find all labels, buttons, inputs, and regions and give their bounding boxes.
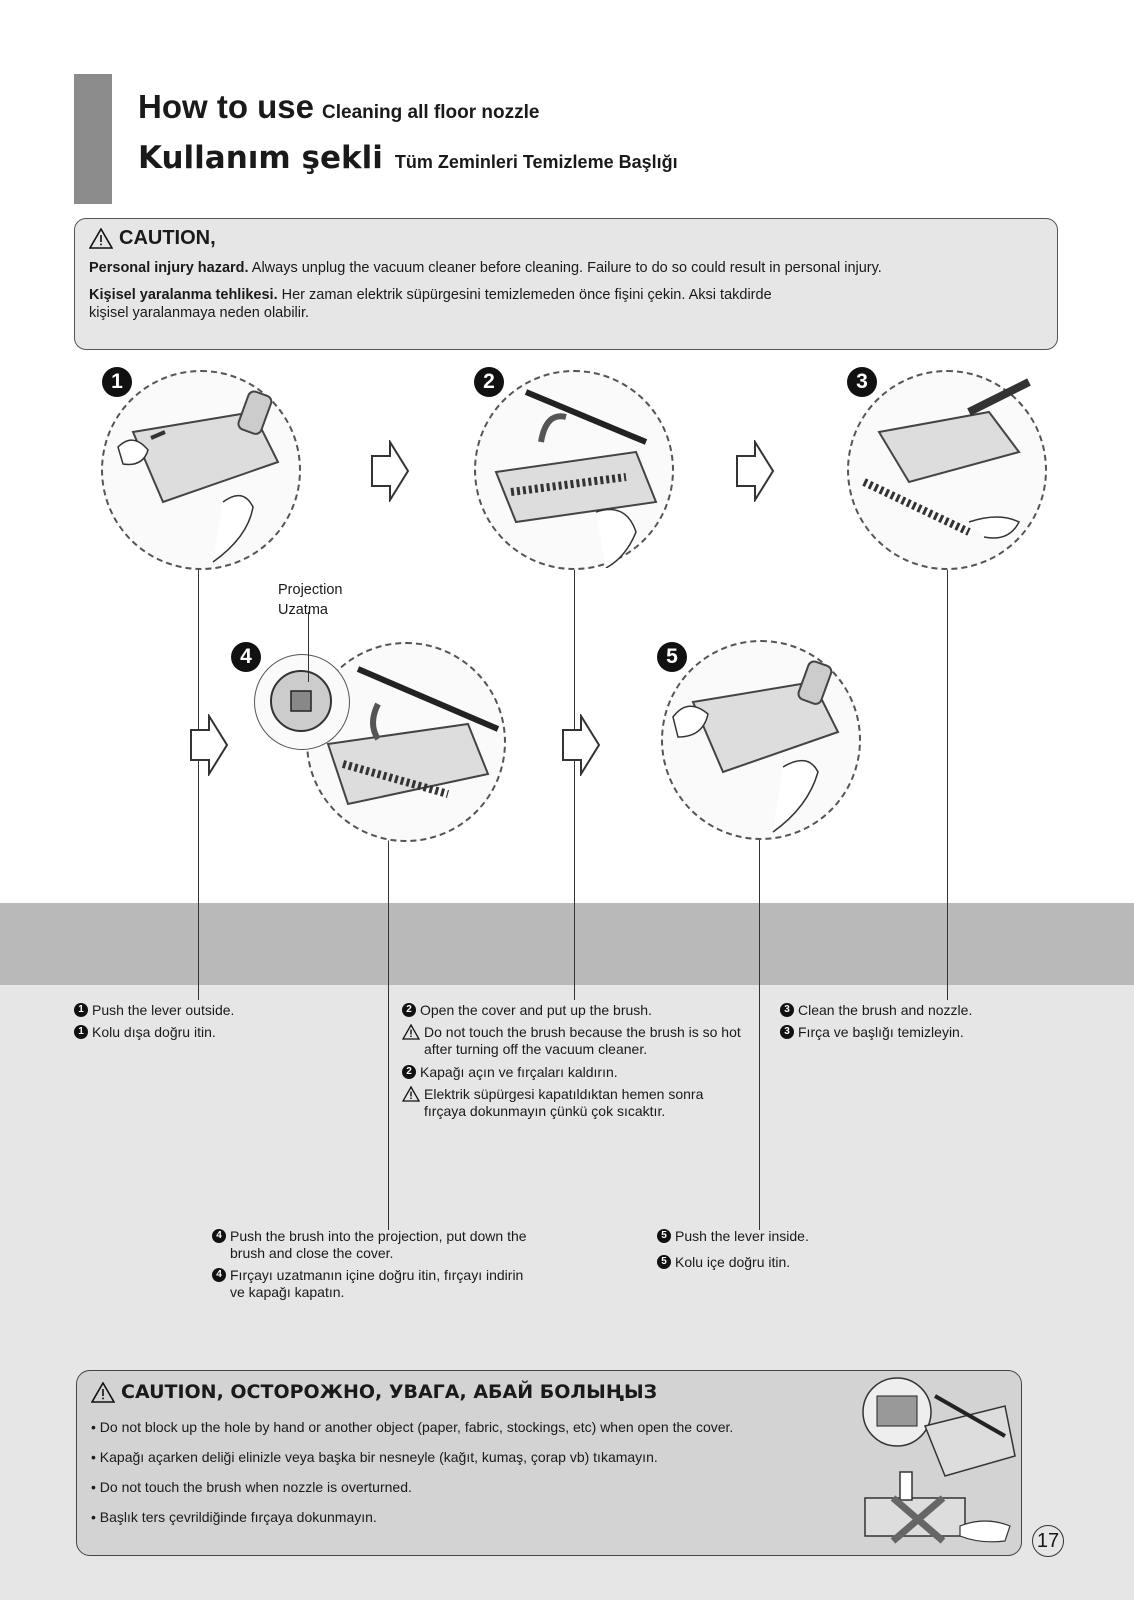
step-4-illustration	[306, 642, 506, 842]
caution-heading: CAUTION,	[89, 227, 1043, 250]
connector-line-4	[388, 840, 389, 1230]
caution-item: • Kapağı açarken deliği elinizle veya ba…	[91, 1449, 658, 1465]
page-number: 17	[1032, 1525, 1064, 1557]
warning-icon	[402, 1024, 420, 1040]
nozzle-close-illustration	[326, 666, 500, 806]
step-1-number: 1	[102, 367, 132, 397]
projection-detail-icon	[270, 670, 332, 732]
warning-icon	[91, 1381, 115, 1403]
nozzle-brush-removed-illustration	[862, 378, 1031, 539]
title-accent-bar	[74, 74, 112, 204]
caution-item: • Do not touch the brush when nozzle is …	[91, 1479, 412, 1495]
connector-line-5	[759, 840, 760, 1230]
arrow-right-icon	[190, 714, 229, 776]
warning-icon	[402, 1086, 420, 1102]
step-2-illustration	[474, 370, 674, 570]
step-3-illustration	[847, 370, 1047, 570]
caution-heading-bottom: CAUTION, ОСТОРОЖНО, УВАГА, АБАЙ БОЛЫҢЫЗ	[91, 1381, 1007, 1403]
step-3-number: 3	[847, 367, 877, 397]
projection-leader	[308, 612, 309, 682]
grey-band	[0, 903, 1134, 985]
step-1-illustration	[101, 370, 301, 570]
nozzle-illustration	[117, 390, 280, 563]
step-4-number: 4	[231, 642, 261, 672]
caution-item: • Başlık ters çevrildiğinde fırçaya doku…	[91, 1509, 377, 1525]
step-5-illustration	[661, 640, 861, 840]
caution-text-en: Personal injury hazard. Always unplug th…	[89, 260, 882, 276]
arrow-right-icon	[736, 440, 775, 502]
connector-line-2	[574, 560, 575, 1000]
nozzle-lever-illustration	[672, 660, 840, 833]
caution-text-tr: Kişisel yaralanma tehlikesi. Her zaman e…	[89, 287, 772, 322]
arrow-right-icon	[371, 440, 410, 502]
step-5-number: 5	[657, 642, 687, 672]
arrow-right-icon	[562, 714, 601, 776]
projection-label: Projection Uzatma	[278, 582, 343, 618]
step-2-number: 2	[474, 367, 504, 397]
nozzle-open-illustration	[494, 389, 658, 569]
projection-detail	[254, 654, 350, 750]
caution-box: CAUTION, Personal injury hazard. Always …	[74, 218, 1058, 350]
caution-item: • Do not block up the hole by hand or an…	[91, 1419, 734, 1435]
connector-line-3	[947, 560, 948, 1000]
connector-line-1	[198, 560, 199, 1000]
warning-icon	[89, 228, 113, 249]
caution-illustration	[862, 1377, 1016, 1544]
